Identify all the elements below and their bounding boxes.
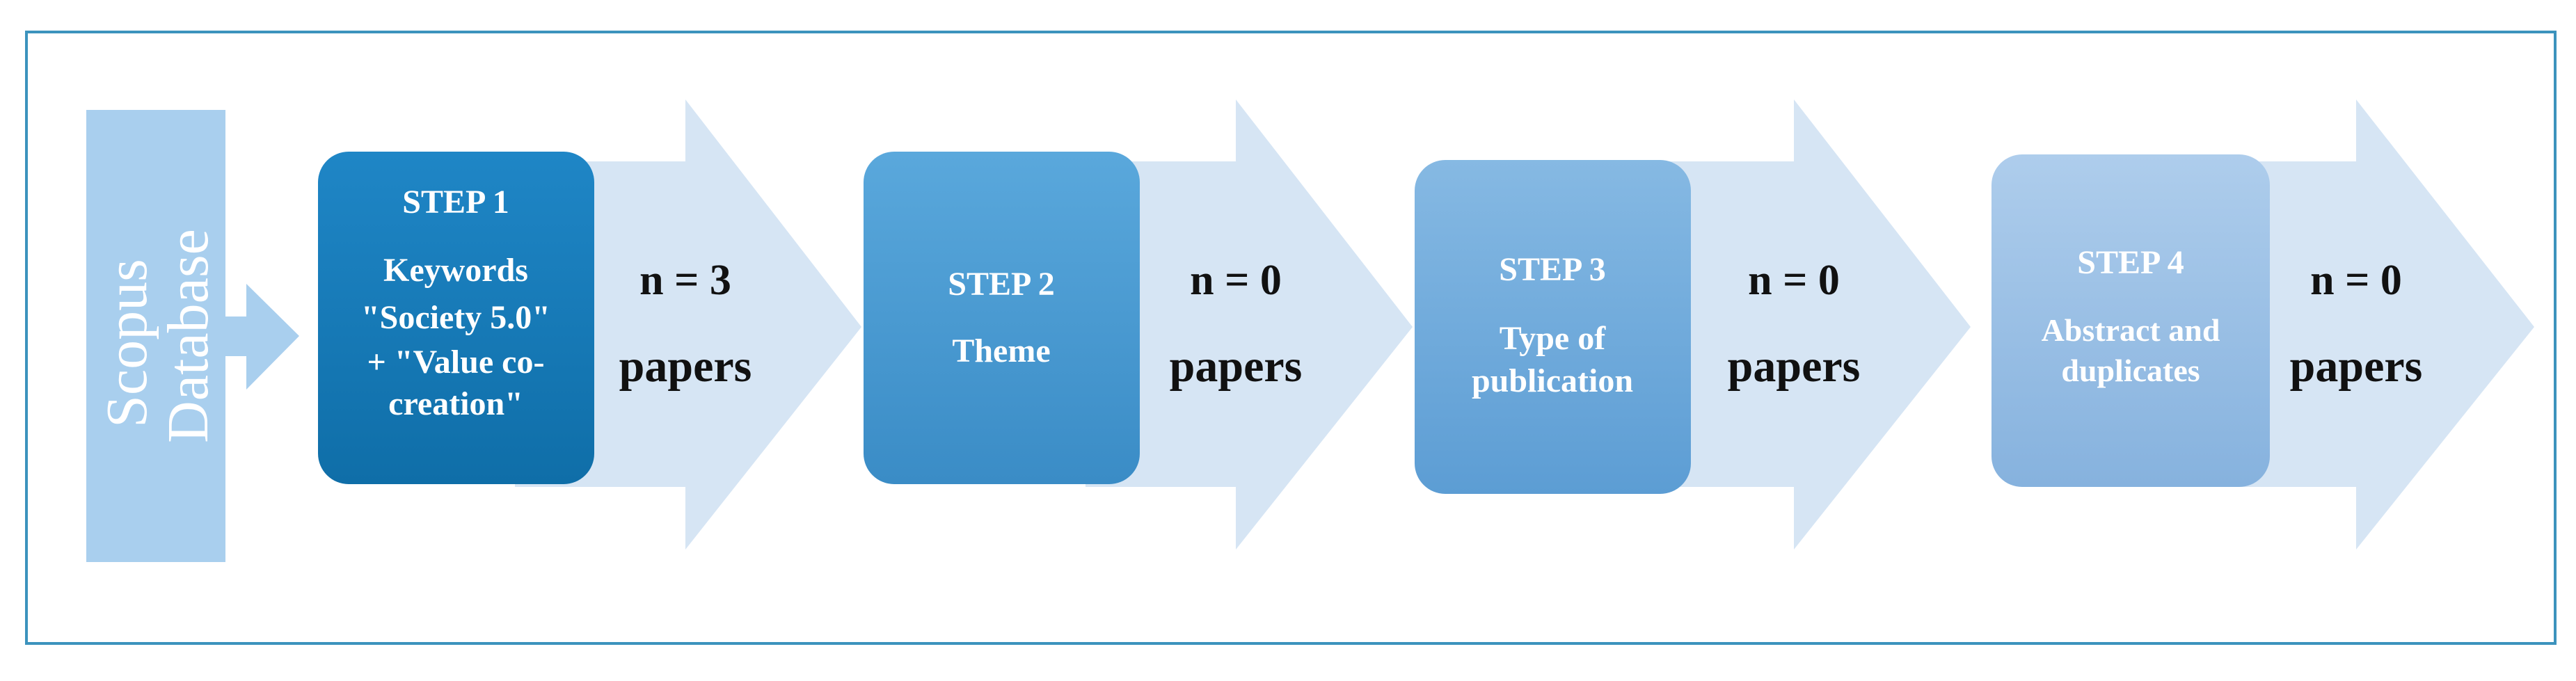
step-3: STEP 3 Type of publication n = 0 papers	[1415, 99, 1971, 550]
step-1-count: n = 3	[639, 257, 731, 304]
step-1-title: STEP 1	[402, 184, 509, 221]
step-1: STEP 1 Keywords "Society 5.0" + "Value c…	[318, 99, 861, 550]
step-1-arrow	[515, 99, 861, 550]
step-4-count: n = 0	[2310, 257, 2402, 304]
step-1-line-1: Keywords	[383, 252, 528, 289]
database-arrow-icon	[225, 284, 299, 390]
database-label: Scopus Database	[95, 229, 221, 443]
step-4-line-1: Abstract and	[2042, 312, 2220, 348]
step-3-line-1: Type of	[1500, 320, 1606, 357]
step-2-arrow	[1086, 99, 1413, 550]
step-1-line-3: + "Value co-	[367, 344, 545, 380]
step-2-count: n = 0	[1190, 257, 1282, 304]
step-2-unit: papers	[1170, 341, 1303, 392]
step-4: STEP 4 Abstract and duplicates n = 0 pap…	[1991, 99, 2534, 550]
step-1-box	[318, 152, 594, 484]
database-box	[86, 110, 225, 562]
step-3-box	[1415, 160, 1691, 494]
step-1-line-4: creation"	[388, 385, 523, 422]
step-3-line-2: publication	[1472, 362, 1633, 399]
step-3-title: STEP 3	[1499, 251, 1605, 288]
database-line1: Scopus	[95, 259, 159, 428]
step-4-arrow	[2199, 99, 2534, 550]
step-3-arrow	[1628, 99, 1971, 550]
step-2-box	[864, 152, 1140, 484]
step-4-box	[1991, 154, 2270, 487]
step-4-title: STEP 4	[2077, 244, 2184, 281]
step-2-title: STEP 2	[948, 266, 1054, 303]
step-2: STEP 2 Theme n = 0 papers	[864, 99, 1413, 550]
step-4-unit: papers	[2290, 341, 2423, 392]
database-line2: Database	[156, 229, 221, 443]
step-2-line-1: Theme	[952, 333, 1050, 369]
step-3-unit: papers	[1728, 341, 1861, 392]
step-3-count: n = 0	[1748, 257, 1840, 304]
step-1-unit: papers	[619, 341, 752, 392]
step-4-line-2: duplicates	[2061, 353, 2200, 388]
step-1-line-2: "Society 5.0"	[361, 299, 550, 336]
